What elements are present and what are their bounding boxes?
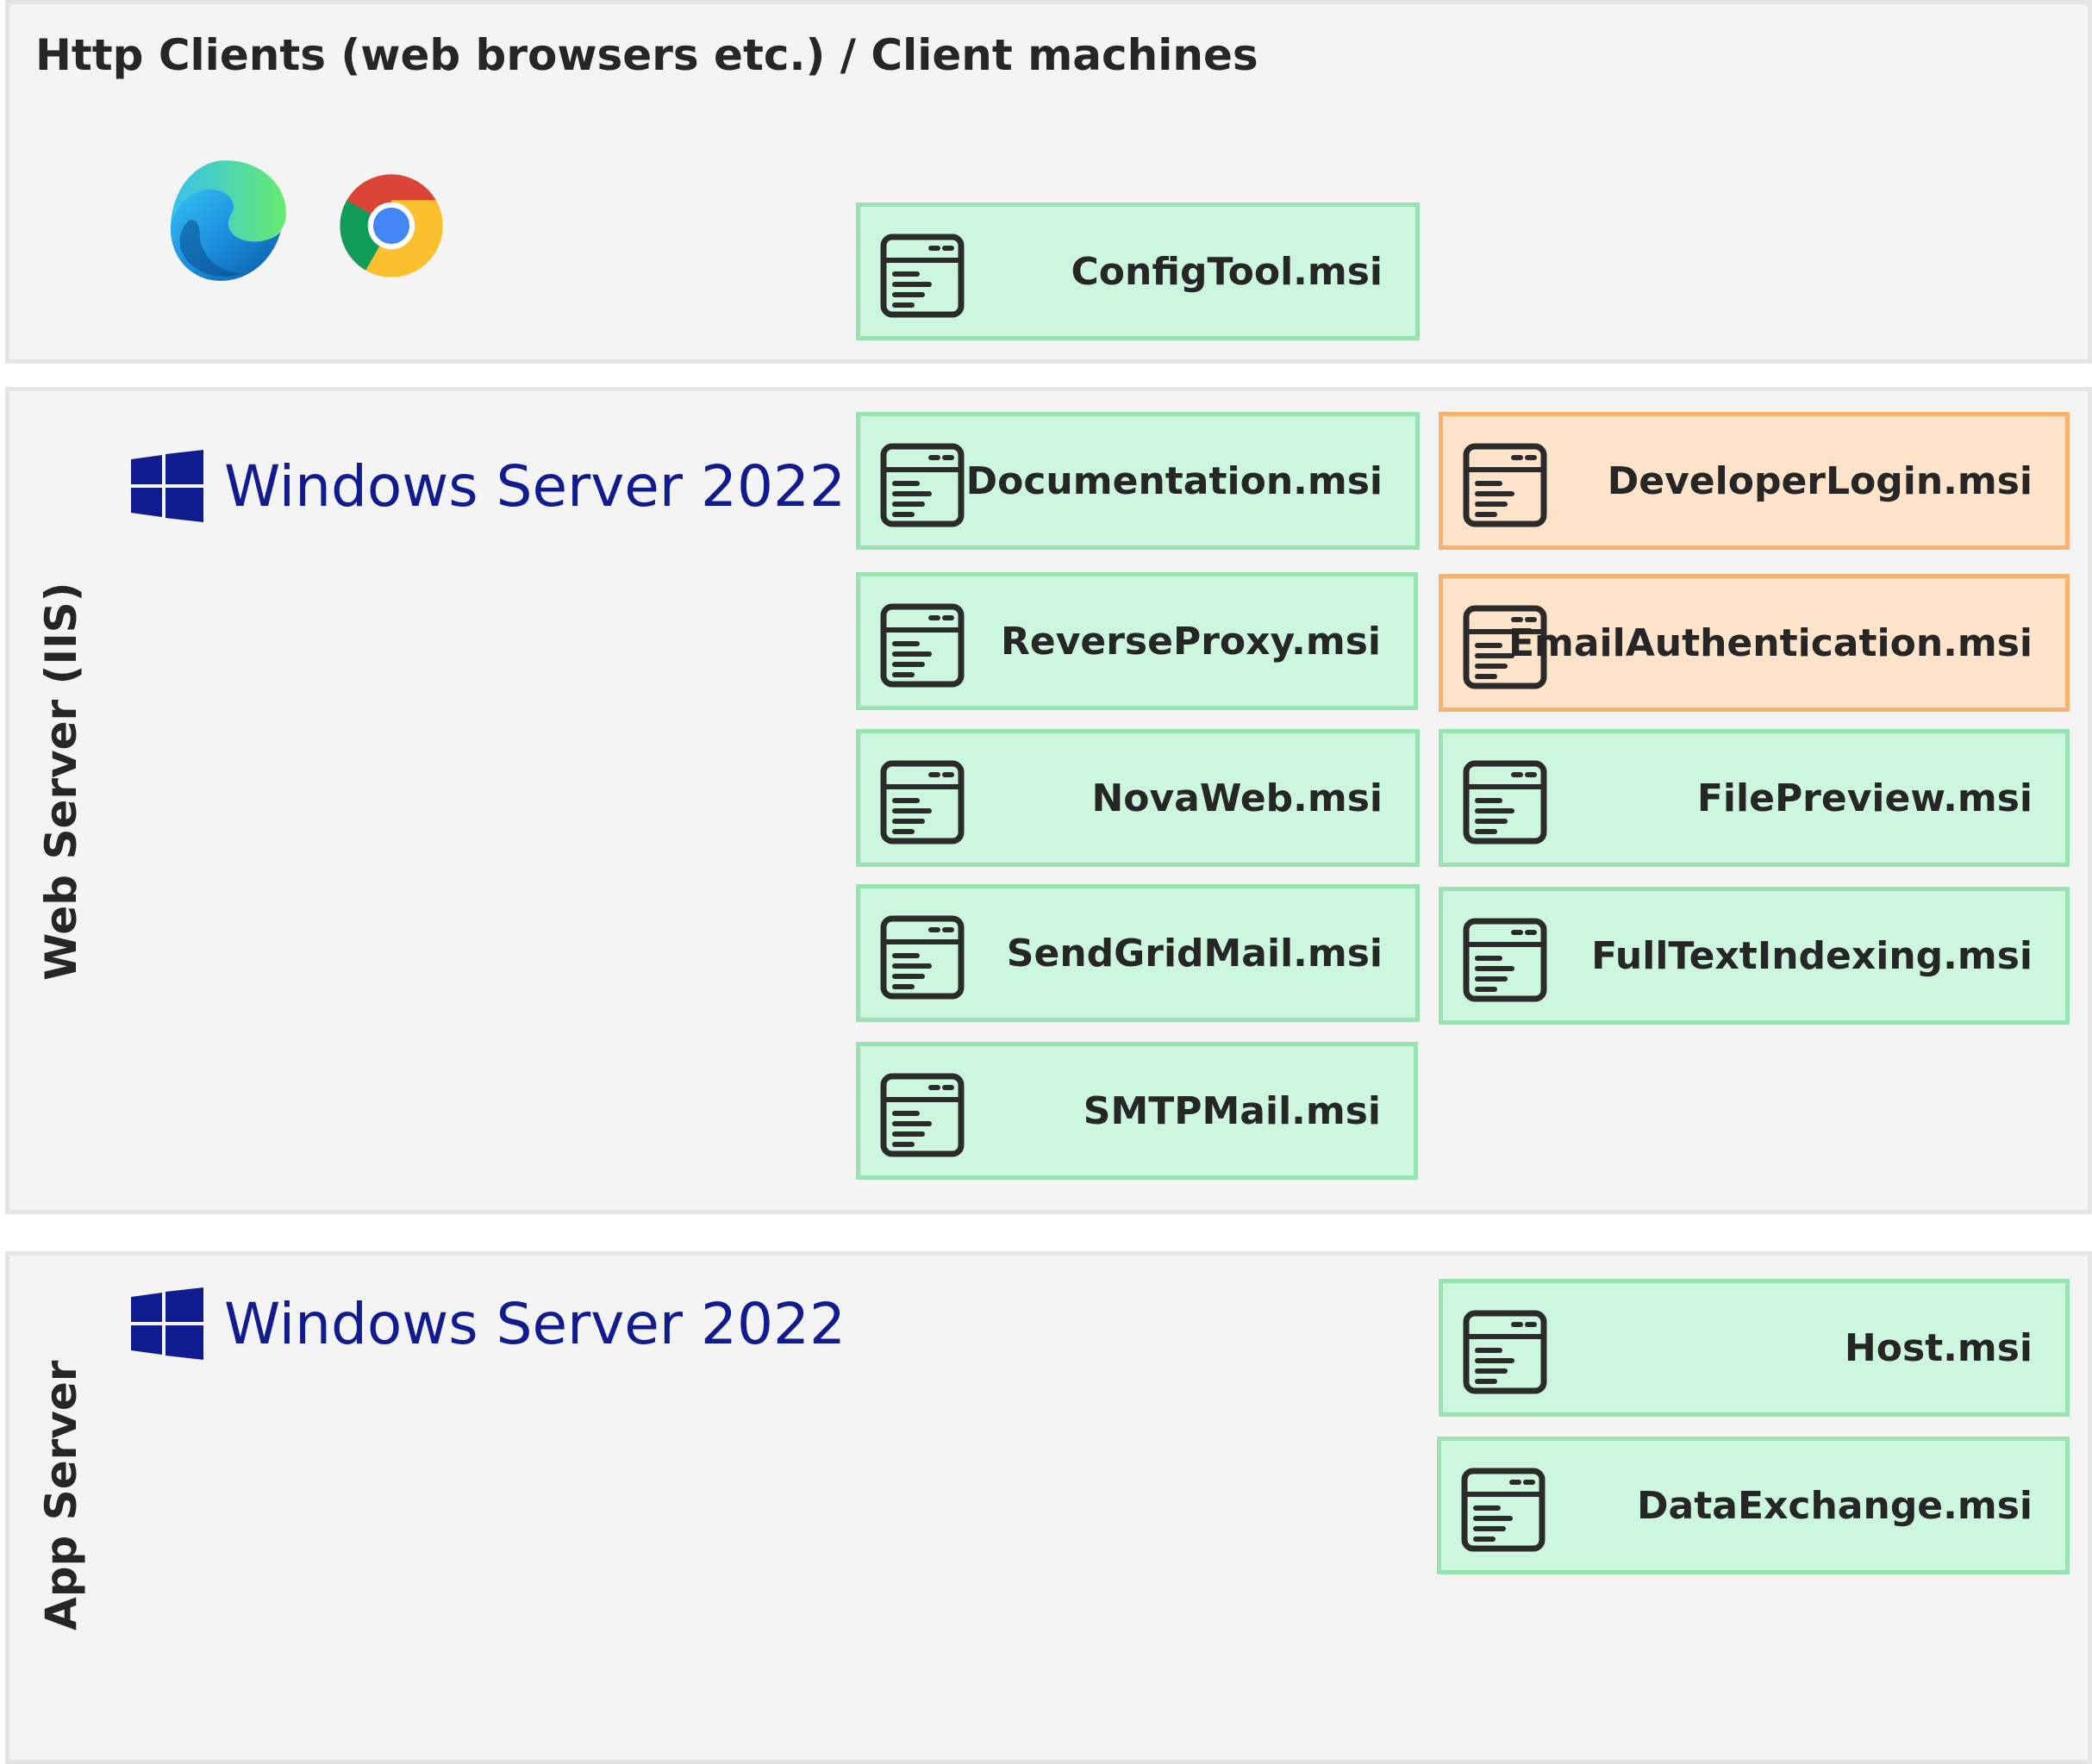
- package-label: NovaWeb.msi: [1091, 776, 1383, 820]
- package-configtool: ConfigTool.msi: [856, 203, 1420, 340]
- package-label: SMTPMail.msi: [1083, 1088, 1381, 1133]
- app-server-label: App Server: [36, 1360, 86, 1630]
- package-icon: [1460, 1467, 1546, 1553]
- package-icon: [879, 759, 965, 845]
- chrome-browser-icon: [340, 174, 443, 277]
- package-label: FullTextIndexing.msi: [1591, 933, 2033, 978]
- package-sendgridmail: SendGridMail.msi: [856, 884, 1420, 1022]
- package-dataexchange: DataExchange.msi: [1437, 1437, 2070, 1574]
- package-label: ReverseProxy.msi: [1000, 619, 1381, 664]
- package-icon: [1462, 759, 1548, 845]
- package-filepreview: FilePreview.msi: [1439, 729, 2070, 867]
- package-label: FilePreview.msi: [1696, 776, 2033, 820]
- package-icon: [879, 442, 965, 528]
- package-label: SendGridMail.msi: [1006, 931, 1383, 975]
- package-icon: [879, 914, 965, 1000]
- package-reverseproxy: ReverseProxy.msi: [856, 572, 1418, 710]
- web-server-label: Web Server (IIS): [36, 582, 86, 981]
- package-label: EmailAuthentication.msi: [1508, 620, 2033, 665]
- clients-zone-title: Http Clients (web browsers etc.) / Clien…: [35, 30, 1258, 80]
- web-os-name: Windows Server 2022: [224, 452, 846, 520]
- edge-browser-icon: [170, 160, 286, 281]
- package-host: Host.msi: [1439, 1279, 2070, 1417]
- package-documentation: Documentation.msi: [856, 412, 1420, 550]
- package-label: DataExchange.msi: [1637, 1483, 2033, 1528]
- package-icon: [879, 1072, 965, 1158]
- windows-logo-icon: [131, 1287, 203, 1360]
- windows-logo-icon: [131, 450, 203, 522]
- package-icon: [879, 233, 965, 319]
- package-label: DeveloperLogin.msi: [1607, 458, 2033, 503]
- package-novaweb: NovaWeb.msi: [856, 729, 1420, 867]
- package-developerlogin: DeveloperLogin.msi: [1439, 412, 2070, 550]
- package-label: Host.msi: [1844, 1325, 2033, 1370]
- app-os-name: Windows Server 2022: [224, 1290, 846, 1357]
- package-label: ConfigTool.msi: [1071, 249, 1383, 294]
- package-icon: [1462, 917, 1548, 1003]
- package-smtpmail: SMTPMail.msi: [856, 1042, 1418, 1180]
- package-label: Documentation.msi: [965, 458, 1383, 503]
- package-icon: [879, 602, 965, 689]
- package-emailauthentication: EmailAuthentication.msi: [1439, 574, 2070, 712]
- package-icon: [1462, 442, 1548, 528]
- web-os-brand: Windows Server 2022: [131, 450, 846, 522]
- app-os-brand: Windows Server 2022: [131, 1287, 846, 1360]
- package-icon: [1462, 1309, 1548, 1395]
- package-fulltextindexing: FullTextIndexing.msi: [1439, 887, 2070, 1025]
